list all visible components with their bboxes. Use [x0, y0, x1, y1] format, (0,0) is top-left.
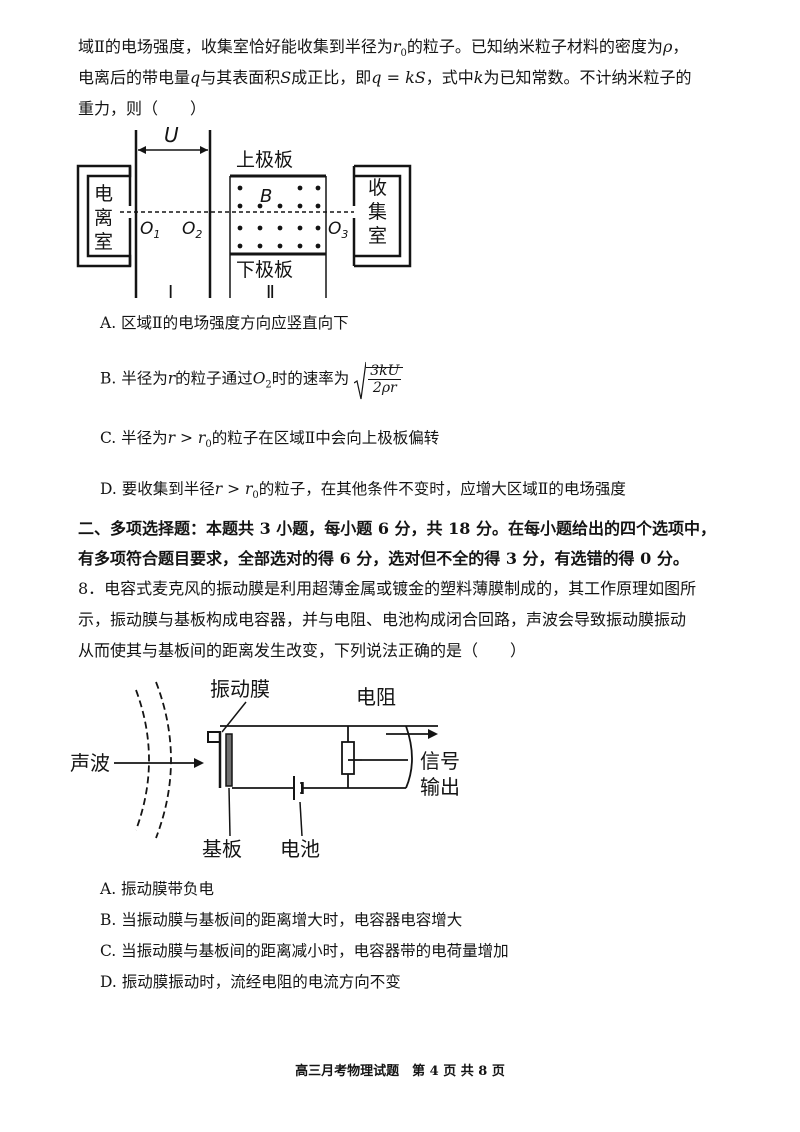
field-dot — [315, 243, 321, 249]
q7-line-3: 重力，则（ ） — [78, 99, 207, 118]
ionization-char-3: 室 — [94, 231, 113, 253]
field-dot — [277, 225, 283, 231]
collector-chamber: 收 集 室 — [352, 164, 412, 268]
q7-option-a[interactable]: A. 区域Ⅱ的电场强度方向应竖直向下 — [100, 314, 349, 332]
q7-figure-separator: 电 离 室 U 上极板 下极板 B O1 O2 O3 — [76, 123, 412, 303]
voltage-label: U — [164, 123, 179, 147]
q7-line-2: 电离后的带电量q与其表面积S成正比，即q = kS，式中k为已知常数。不计纳米粒… — [78, 68, 692, 87]
O1-label: O1 — [140, 219, 160, 241]
region-2-label: Ⅱ — [266, 282, 275, 303]
field-dot — [315, 185, 321, 191]
O3-label: O3 — [328, 219, 348, 241]
collector-char-3: 室 — [368, 225, 387, 247]
base-plate-label: 基板 — [202, 837, 242, 861]
field-dot — [297, 225, 303, 231]
q8-line-3: 从而使其与基板间的距离发生改变，下列说法正确的是（ ） — [78, 641, 527, 660]
collector-char-2: 集 — [368, 201, 387, 223]
region-1-label: I — [168, 282, 173, 303]
q7-option-c[interactable]: C. 半径为r > r0的粒子在区域Ⅱ中会向上极板偏转 — [100, 429, 440, 451]
field-dot — [237, 243, 243, 249]
q8-line-1: 8．电容式麦克风的振动膜是利用超薄金属或镀金的塑料薄膜制成的，其工作原理如图所 — [78, 579, 697, 598]
q7-line-1: 域Ⅱ的电场强度，收集室恰好能收集到半径为r0的粒子。已知纳米粒子材料的密度为ρ， — [78, 37, 689, 60]
field-dot — [277, 243, 283, 249]
upper-plate-label: 上极板 — [236, 149, 293, 171]
battery-label: 电池 — [280, 837, 320, 861]
field-dot — [237, 185, 243, 191]
q8-option-c[interactable]: C. 当振动膜与基板间的距离减小时，电容器带的电荷量增加 — [100, 942, 509, 960]
field-dot — [277, 203, 283, 209]
collector-char-1: 收 — [368, 177, 387, 199]
page-footer: 高三月考物理试题 第 4 页 共 8 页 — [295, 1064, 505, 1079]
magnetic-field-dots — [237, 185, 321, 249]
ionization-char-2: 离 — [94, 207, 113, 229]
sound-arrow-icon — [194, 758, 204, 768]
field-dot — [257, 225, 263, 231]
q8-option-d[interactable]: D. 振动膜振动时，流经电阻的电流方向不变 — [100, 973, 401, 991]
field-dot — [257, 203, 263, 209]
q8-option-a[interactable]: A. 振动膜带负电 — [100, 880, 215, 898]
ionization-char-1: 电 — [94, 183, 113, 205]
sound-wave-label: 声波 — [70, 751, 110, 775]
O2-label: O2 — [182, 219, 202, 241]
output-label: 输出 — [420, 775, 460, 799]
lower-plate-label: 下极板 — [236, 259, 293, 281]
resistor-label: 电阻 — [356, 685, 396, 709]
field-dot — [237, 203, 243, 209]
signal-label: 信号 — [420, 749, 460, 773]
magnetic-field-label: B — [260, 186, 272, 207]
section-2-heading-line-2: 有多项符合题目要求，全部选对的得 6 分，选对但不全的得 3 分，有选错的得 0… — [78, 549, 689, 568]
region-2-plates: 上极板 下极板 B — [229, 149, 327, 298]
field-dot — [297, 243, 303, 249]
field-dot — [315, 203, 321, 209]
field-dot — [237, 225, 243, 231]
base-plate — [225, 733, 233, 787]
field-dot — [297, 203, 303, 209]
q7-option-d[interactable]: D. 要收集到半径r > r0的粒子，在其他条件不变时，应增大区域Ⅱ的电场强度 — [100, 480, 626, 502]
q8-line-2: 示，振动膜与基板构成电容器，并与电阻、电池构成闭合回路，声波会导致振动膜振动 — [78, 610, 687, 629]
field-dot — [315, 225, 321, 231]
field-dot — [297, 185, 303, 191]
q8-option-b[interactable]: B. 当振动膜与基板间的距离增大时，电容器电容增大 — [100, 911, 463, 929]
resistor — [341, 741, 355, 775]
q8-figure-microphone: 声波 电阻 信号 输出 振动膜 基板 电池 — [70, 677, 460, 861]
section-2-heading-line-1: 二、多项选择题：本题共 3 小题，每小题 6 分，共 18 分。在每小题给出的四… — [78, 519, 716, 538]
signal-arrow-icon — [428, 729, 438, 739]
field-dot — [257, 243, 263, 249]
ionization-chamber: 电 离 室 — [76, 164, 132, 268]
diaphragm-label: 振动膜 — [210, 677, 270, 701]
